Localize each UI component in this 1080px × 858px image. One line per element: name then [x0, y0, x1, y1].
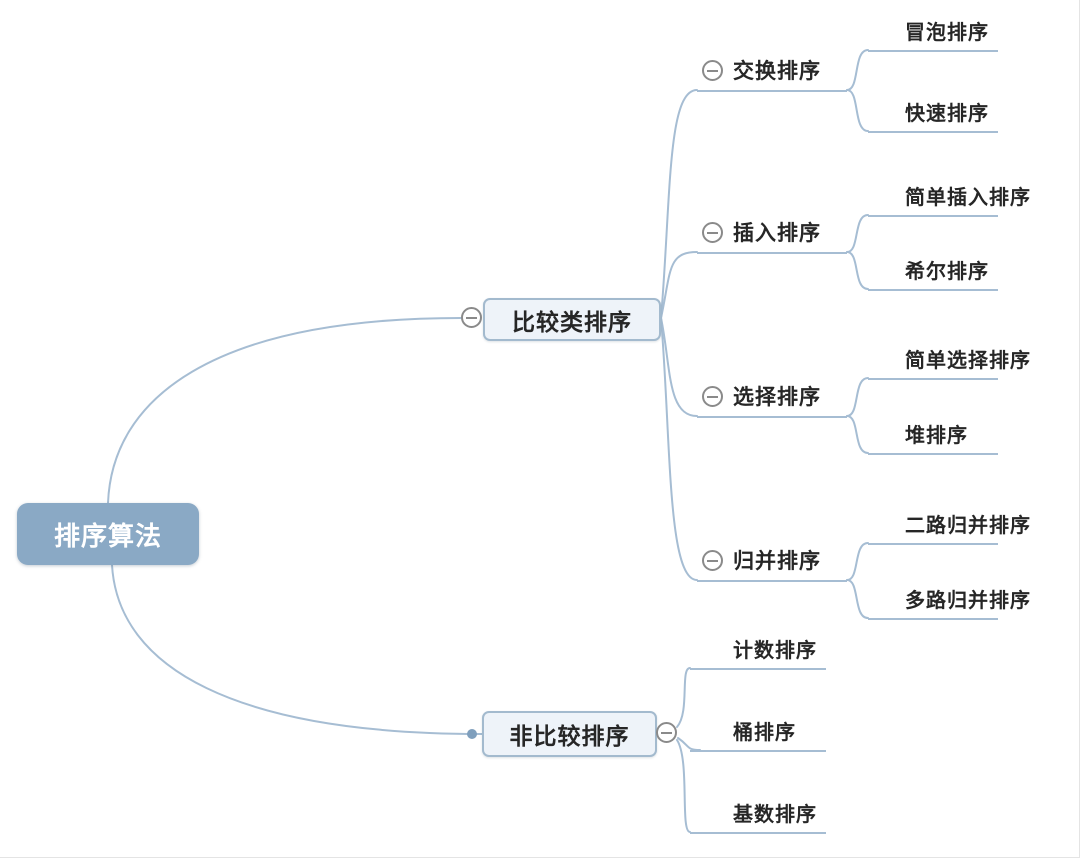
- collapse-icon-non-comparison-sort[interactable]: [656, 722, 677, 743]
- node-simple-selection-sort[interactable]: 简单选择排序: [868, 346, 1030, 380]
- connector-exchange: [660, 89, 698, 319]
- node-two-way-merge-sort[interactable]: 二路归并排序: [868, 511, 1030, 545]
- node-multi-way-merge-sort[interactable]: 多路归并排序: [868, 586, 1030, 620]
- connector-two-way-merge: [846, 542, 869, 581]
- node-label: 二路归并排序: [905, 513, 1031, 537]
- node-label: 希尔排序: [905, 259, 989, 283]
- node-label: 简单选择排序: [905, 348, 1031, 372]
- collapse-icon-selection-sort[interactable]: [702, 386, 723, 407]
- connector-bubble: [846, 49, 869, 91]
- connector-shell: [846, 251, 869, 290]
- node-simple-insertion-sort[interactable]: 简单插入排序: [868, 183, 1030, 217]
- node-label: 桶排序: [733, 720, 796, 744]
- node-heap-sort[interactable]: 堆排序: [868, 421, 998, 455]
- connector-counting: [676, 667, 691, 728]
- collapse-icon-merge-sort[interactable]: [702, 550, 723, 571]
- node-label: 选择排序: [733, 385, 821, 409]
- node-label: 归并排序: [733, 549, 821, 573]
- connector-heap: [846, 415, 869, 454]
- node-quick-sort[interactable]: 快速排序: [868, 99, 998, 133]
- connector-multi-way-merge: [846, 579, 869, 619]
- connector-radix: [676, 739, 691, 833]
- node-label: 简单插入排序: [905, 185, 1031, 209]
- node-non-comparison-sort[interactable]: 非比较排序: [482, 711, 657, 757]
- node-radix-sort[interactable]: 基数排序: [690, 800, 826, 834]
- node-comparison-sort[interactable]: 比较类排序: [483, 298, 661, 341]
- collapse-icon-exchange-sort[interactable]: [702, 60, 723, 81]
- branch-connection-dot[interactable]: [467, 729, 477, 739]
- collapse-icon-comparison-sort[interactable]: [461, 307, 482, 328]
- node-label: 插入排序: [733, 221, 821, 245]
- connector-selection: [660, 317, 698, 417]
- node-merge-sort[interactable]: 归并排序: [697, 548, 847, 582]
- node-label: 交换排序: [733, 59, 821, 83]
- node-label: 冒泡排序: [905, 20, 989, 44]
- connector-insertion: [660, 251, 698, 319]
- node-label: 基数排序: [733, 802, 817, 826]
- node-label: 快速排序: [905, 101, 989, 125]
- connector-simple-selection: [846, 377, 869, 417]
- collapse-icon-insertion-sort[interactable]: [702, 222, 723, 243]
- connector-root-noncomparison: [111, 564, 483, 735]
- node-label: 多路归并排序: [905, 588, 1031, 612]
- node-bubble-sort[interactable]: 冒泡排序: [868, 18, 998, 52]
- node-counting-sort[interactable]: 计数排序: [690, 636, 826, 670]
- connector-quick: [846, 89, 869, 132]
- connector-merge: [660, 317, 698, 581]
- node-insertion-sort[interactable]: 插入排序: [697, 220, 847, 254]
- node-exchange-sort[interactable]: 交换排序: [697, 58, 847, 92]
- node-shell-sort[interactable]: 希尔排序: [868, 257, 998, 291]
- node-label: 堆排序: [905, 423, 968, 447]
- node-label: 计数排序: [733, 638, 817, 662]
- connector-bucket: [677, 737, 701, 751]
- root-node[interactable]: 排序算法: [17, 503, 199, 565]
- connector-simple-insertion: [846, 214, 869, 253]
- node-bucket-sort[interactable]: 桶排序: [690, 718, 826, 752]
- node-selection-sort[interactable]: 选择排序: [697, 384, 847, 418]
- connector-root-comparison: [107, 317, 462, 504]
